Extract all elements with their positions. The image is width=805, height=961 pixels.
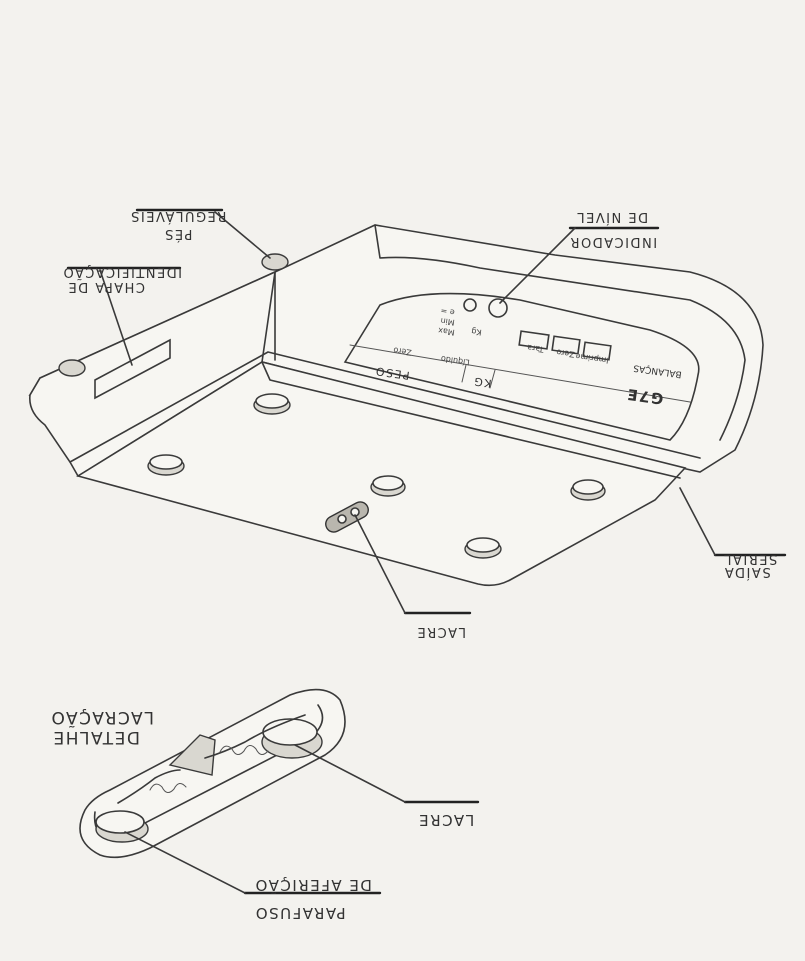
seal-detail-chain [149, 745, 269, 793]
label-lacracao: LACRAÇÃO [50, 707, 154, 729]
housing-inner-curve [274, 224, 746, 441]
platform-foot-4 [570, 479, 606, 501]
panel-peso-label: PESO [374, 364, 411, 382]
identification-plate [94, 338, 171, 400]
panel-key-2: Zero [551, 335, 581, 359]
panel-key-2-label: Zero [556, 347, 576, 358]
seal-detail-center-block [168, 734, 216, 776]
indicador-leader [499, 227, 576, 304]
label-chapa-de: CHAPA DE [67, 279, 145, 294]
label-lacre: LACRE [416, 624, 466, 639]
panel-key-1: Tara [518, 330, 550, 354]
platform-foot-3 [370, 475, 406, 497]
chapa-leader [99, 269, 133, 366]
label-indicador: INDICADOR [569, 234, 657, 249]
panel-key-3: Imprime [575, 341, 612, 365]
seal-detail-right-screw-top [262, 718, 318, 746]
panel-kg-divider-2 [489, 369, 496, 389]
detail-leader-lines [124, 744, 480, 895]
panel-kg-small-label: Kg [471, 327, 482, 337]
label-de-nivel: DE NÍVEL [576, 209, 648, 225]
callout-labels: PÉS REGULÁVEIS CHAPA DE IDENTIFICAÇÃO IN… [50, 208, 777, 922]
seal-screw-icon [325, 501, 369, 533]
panel-divider [349, 344, 691, 403]
label-saida: SAÍDA [723, 564, 770, 580]
label-pes: PÉS [164, 226, 193, 242]
panel-key-1-label: Tara [526, 343, 545, 354]
panel-kg-label: KG [472, 374, 492, 389]
panel-brand-logo: G7E [625, 385, 665, 408]
panel-e-label: e = [440, 306, 455, 317]
panel-min-label: Min [440, 316, 455, 327]
platform-foot-5 [464, 537, 502, 559]
seal-detail-wire [117, 714, 306, 804]
level-bubble-icon [488, 298, 508, 318]
lacre-top-leader [354, 514, 406, 614]
label-parafuso: PARAFUSO [254, 904, 345, 922]
saida-leader [679, 487, 716, 556]
label-regulaveis: REGULÁVEIS [130, 208, 227, 224]
label-lacre-detail: LACRE [418, 811, 475, 829]
leader-lines [66, 208, 787, 615]
panel-max-label: Max [437, 326, 455, 337]
scale-left-side [28, 270, 277, 478]
label-de-afericao: DE AFERIÇÃO [254, 876, 372, 895]
label-serial: SERIAL [723, 551, 777, 566]
panel-zero-label: Zero [393, 345, 413, 356]
weighing-platform [76, 361, 687, 587]
pes-leader [214, 211, 271, 259]
display-panel [343, 292, 700, 441]
panel-small-circle [463, 298, 477, 312]
platform-foot-1 [253, 393, 291, 415]
scale-body: Tara Zero Imprime Max Min e = Kg Zero Lí… [28, 224, 764, 587]
seal-detail-inner [93, 704, 324, 841]
leveling-foot-icon [58, 253, 289, 377]
platform-foot-2 [147, 454, 185, 476]
lacre-detail-leader [294, 744, 406, 803]
label-detalhe: DETALHE [52, 727, 140, 747]
parafuso-leader [124, 831, 246, 894]
seal-detail-left-screw-top [95, 810, 145, 834]
panel-liquido-label: Líquido [440, 354, 470, 367]
panel-kg-divider [461, 364, 467, 383]
label-identificacao: IDENTIFICAÇÃO [62, 264, 182, 280]
seal-detail [79, 688, 346, 859]
platform-rim [69, 351, 701, 479]
